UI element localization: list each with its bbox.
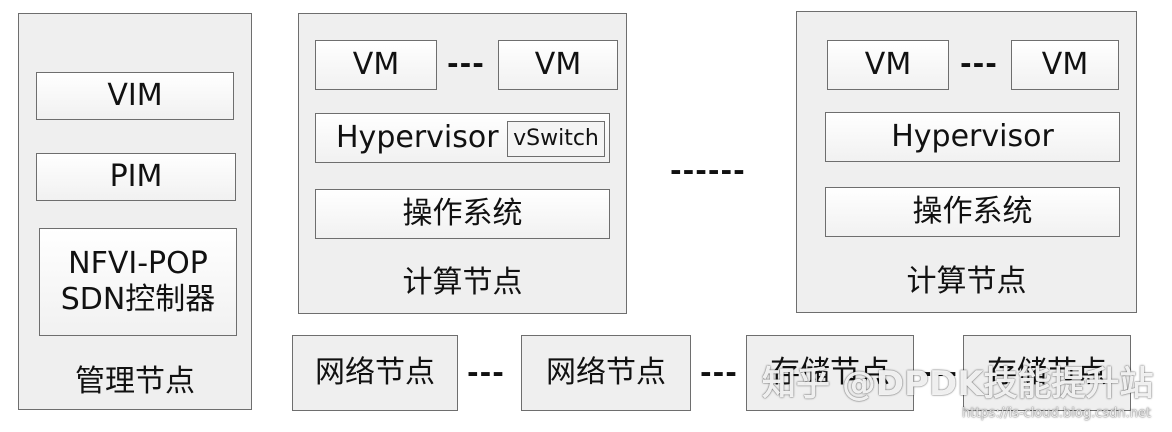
node-ellipsis-1: --- xyxy=(467,356,505,389)
vm-box-right: VM xyxy=(1011,40,1119,90)
vm-box-left: VM xyxy=(315,40,437,90)
vswitch-box: vSwitch xyxy=(507,121,605,157)
os-box: 操作系统 xyxy=(825,187,1120,237)
compute-node-label: 计算节点 xyxy=(906,264,1027,299)
storage-node-2: 存储节点 xyxy=(963,335,1131,411)
vm-label: VM xyxy=(352,47,400,82)
vswitch-label: vSwitch xyxy=(513,125,599,151)
pim-box: PIM xyxy=(36,153,236,201)
vm-label: VM xyxy=(864,47,912,82)
hypervisor-label: Hypervisor xyxy=(336,120,499,155)
os-box: 操作系统 xyxy=(315,189,610,239)
network-node-label: 网络节点 xyxy=(315,355,435,390)
network-node-2: 网络节点 xyxy=(521,335,691,411)
nfvi-pop-sdn-box: NFVI-POP SDN控制器 xyxy=(39,228,237,336)
vm-box-right: VM xyxy=(498,40,618,90)
pim-label: PIM xyxy=(109,159,163,194)
vm-label: VM xyxy=(1041,47,1089,82)
storage-node-label: 存储节点 xyxy=(770,355,890,390)
nfvi-pop-label: NFVI-POP xyxy=(68,246,208,281)
compute-ellipsis: ------ xyxy=(670,154,746,187)
network-node-label: 网络节点 xyxy=(546,355,666,390)
vim-box: VIM xyxy=(36,72,234,120)
vm-box-left: VM xyxy=(827,40,949,90)
hypervisor-box: Hypervisor xyxy=(825,112,1120,162)
management-node-label: 管理节点 xyxy=(75,364,195,399)
watermark-text: 知乎 @DPDK技能提升站 xyxy=(762,364,1154,404)
vm-ellipsis: --- xyxy=(960,47,998,80)
os-label: 操作系统 xyxy=(912,194,1033,229)
vim-label: VIM xyxy=(107,78,163,113)
hypervisor-label: Hypervisor xyxy=(891,119,1054,154)
compute-node-label: 计算节点 xyxy=(402,265,523,300)
os-label: 操作系统 xyxy=(402,196,523,231)
network-node-1: 网络节点 xyxy=(292,335,458,411)
storage-node-1: 存储节点 xyxy=(746,335,914,411)
node-ellipsis-3: --- xyxy=(920,356,958,389)
vm-label: VM xyxy=(534,47,582,82)
vm-ellipsis: --- xyxy=(447,47,485,80)
node-ellipsis-2: --- xyxy=(700,356,738,389)
watermark-url: https://is-cloud.blog.csdn.net xyxy=(962,406,1152,421)
sdn-controller-label: SDN控制器 xyxy=(60,282,216,317)
storage-node-label: 存储节点 xyxy=(987,355,1107,390)
